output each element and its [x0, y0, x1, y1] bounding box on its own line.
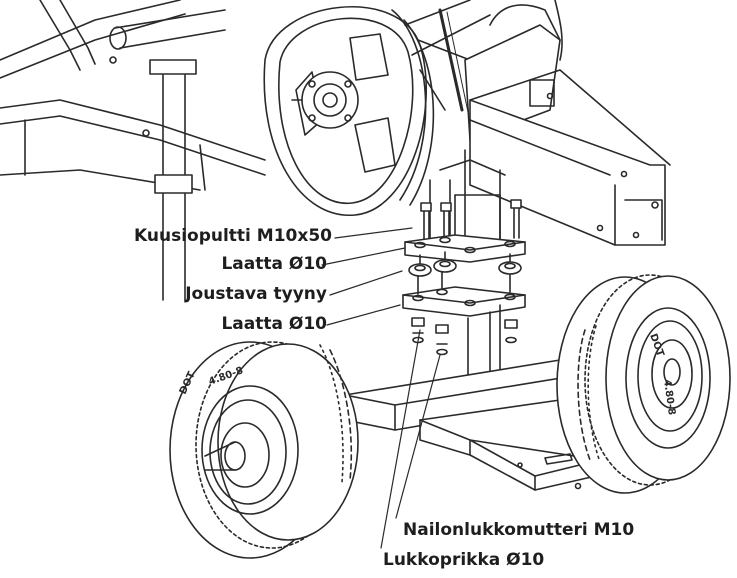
- right-tire-size-marking: 4.80-8: [661, 379, 677, 416]
- left-wheel: [169, 341, 359, 559]
- label-hex-bolt: Kuusiopultti M10x50: [134, 226, 332, 246]
- label-washer-bottom: Laatta Ø10: [221, 314, 327, 334]
- label-flexible-pad: Joustava tyyny: [185, 284, 327, 304]
- washer-plate-bottom: [402, 271, 526, 317]
- belt-arm: [404, 0, 491, 113]
- right-wheel: [556, 274, 731, 494]
- belt-pulley: [263, 6, 435, 216]
- flexible-pads: [408, 251, 522, 277]
- label-washer-top: Laatta Ø10: [221, 254, 327, 274]
- leader-lines: [321, 227, 441, 549]
- vertical-post: [429, 149, 506, 256]
- label-lock-washer: Lukkoprikka Ø10: [383, 550, 545, 570]
- left-frame: [0, 0, 266, 301]
- washer-plate-top: [404, 234, 526, 263]
- label-nylon-nut: Nailonlukkomutteri M10: [403, 520, 635, 540]
- nuts-and-lock-washers: [411, 317, 518, 356]
- machine-body: [464, 0, 671, 246]
- hex-bolts: [420, 199, 522, 241]
